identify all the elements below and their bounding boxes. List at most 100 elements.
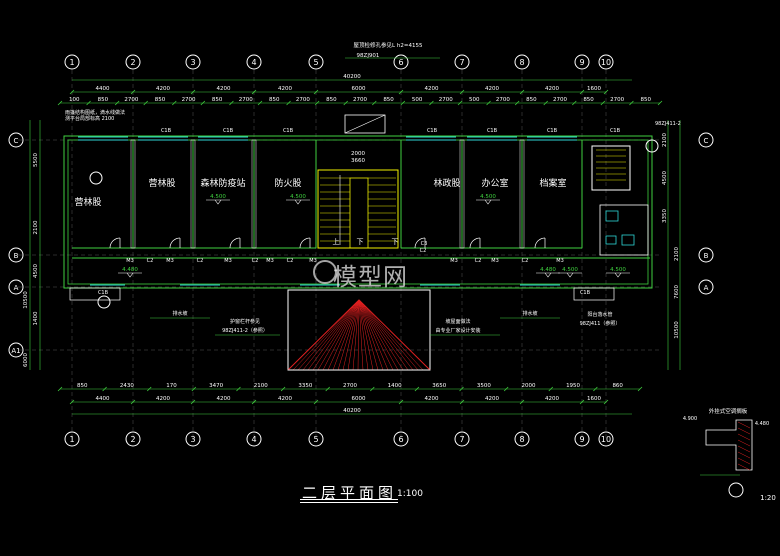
axis-bubble-right	[698, 247, 714, 263]
dim-bottom-tick	[603, 399, 609, 405]
window-label-top: C1B	[283, 128, 294, 134]
elevation-triangle	[544, 272, 552, 278]
door-swing-2	[229, 237, 241, 249]
dim-top-detail-value: 850	[155, 97, 166, 103]
detail-index-marker-3	[645, 139, 659, 153]
dim-top-detail-value: 2700	[496, 97, 510, 103]
dim-bottom-detail-value: 1400	[388, 383, 402, 389]
axis-label-top: 10	[601, 58, 611, 67]
dim-bottom-value: 4200	[485, 396, 499, 402]
opening-label: M3	[556, 258, 564, 264]
dim-top-detail-tick	[314, 100, 320, 106]
roof-hatch-line	[332, 299, 360, 371]
roof-hatch-line	[302, 299, 360, 371]
dim-bottom-tick	[459, 399, 465, 405]
axis-bubble-left	[8, 132, 24, 148]
roof-hatch-line	[337, 299, 360, 371]
dim-top-detail-tick	[657, 100, 663, 106]
dim-top-detail-value: 850	[98, 97, 109, 103]
dim-right-value: 2100	[662, 133, 668, 147]
axis-label-left: C	[14, 137, 19, 145]
dim-top-detail-value: 2700	[182, 97, 196, 103]
axis-label-right: C	[704, 137, 709, 145]
dim-top-value: 4200	[425, 86, 439, 92]
dim-top-value: 4200	[156, 86, 170, 92]
elevation-triangle	[294, 199, 302, 205]
opening-label: C2	[287, 258, 294, 264]
axis-bubble-bottom	[393, 431, 409, 447]
dim-top-value: 4200	[217, 86, 231, 92]
dim-top-detail-value: 850	[583, 97, 594, 103]
axis-bubble-bottom	[185, 431, 201, 447]
dim-bottom-tick	[190, 399, 196, 405]
note-right-1: 98ZJ411-2	[655, 121, 681, 127]
dim-top-value: 4200	[545, 86, 559, 92]
axis-label-top: 4	[251, 58, 256, 67]
dim-top-detail-value: 2700	[296, 97, 310, 103]
balcony-east	[573, 287, 615, 301]
dim-right-value: 10500	[674, 321, 680, 339]
window-label-bottom: C1B	[580, 290, 591, 296]
axis-label-right: B	[704, 252, 709, 260]
axis-label-top: 7	[459, 58, 464, 67]
elevation-value: 4.500	[610, 267, 626, 273]
dim-top-detail-tick	[257, 100, 263, 106]
room-label-3: 森林防疫站	[200, 177, 245, 189]
detail-hatch	[737, 427, 751, 435]
dim-top-detail-tick	[114, 100, 120, 106]
door-swing-0	[109, 237, 121, 249]
title-underline	[300, 499, 398, 500]
column	[130, 139, 136, 249]
dim-bottom-detail-tick	[414, 386, 420, 392]
dim-top-detail-value: 2700	[124, 97, 138, 103]
detail-section	[705, 419, 753, 471]
note-rain-1: 排水坡	[172, 310, 187, 317]
dim-top-detail-value: 850	[212, 97, 223, 103]
dim-top-detail-value: 850	[640, 97, 651, 103]
axis-bubble-bottom	[574, 431, 590, 447]
window-label-top: C1B	[547, 128, 558, 134]
roof-ridge	[287, 299, 431, 371]
axis-label-left: B	[14, 252, 19, 260]
note-bottom-4: 由专业厂家设计安装	[435, 327, 480, 334]
opening-label: C2	[147, 258, 154, 264]
opening-label: C2	[252, 258, 259, 264]
stair-dim-2: 2000	[351, 151, 365, 157]
dim-top-tick	[190, 89, 196, 95]
elevation-value: 4.480	[540, 267, 556, 273]
detail-hatch	[737, 451, 751, 459]
roof-hatch-line	[297, 299, 360, 371]
elevation-triangle	[126, 272, 134, 278]
roof-hatch-line	[352, 299, 360, 371]
roof-hatch-line	[347, 299, 360, 371]
dim-top-tick	[251, 89, 257, 95]
elevation-triangle	[614, 272, 622, 278]
dim-bottom-detail-value: 1950	[566, 383, 580, 389]
dim-left-value: 6000	[23, 353, 29, 367]
axis-label-top: 3	[190, 58, 195, 67]
roof-hatch-line	[358, 299, 374, 371]
axis-label-right: A	[704, 284, 709, 292]
dim-top-tick	[519, 89, 525, 95]
dim-bottom-detail-value: 850	[77, 383, 88, 389]
dim-top-value: 4200	[278, 86, 292, 92]
dim-bottom-detail-value: 2430	[120, 383, 134, 389]
title-underline-2	[300, 502, 398, 503]
opening-label: M3	[450, 258, 458, 264]
stair-label-down-2: 下	[392, 238, 399, 246]
dim-top-tick	[130, 89, 136, 95]
dim-top-tick	[603, 89, 609, 95]
axis-bubble-right	[698, 132, 714, 148]
dim-right-value: 2100	[674, 247, 680, 261]
axis-bubble-top	[574, 54, 590, 70]
dim-bottom-value: 6000	[352, 396, 366, 402]
opening-label: C3	[421, 241, 428, 247]
opening-label: M3	[126, 258, 134, 264]
axis-label-bottom: 5	[313, 435, 318, 444]
axis-bubble-top	[393, 54, 409, 70]
dim-top-tick	[459, 89, 465, 95]
room-label-1: 营林股	[74, 196, 101, 208]
toilet-fixture-3	[605, 235, 617, 245]
column	[459, 139, 465, 249]
window-label-top: C1B	[610, 128, 621, 134]
